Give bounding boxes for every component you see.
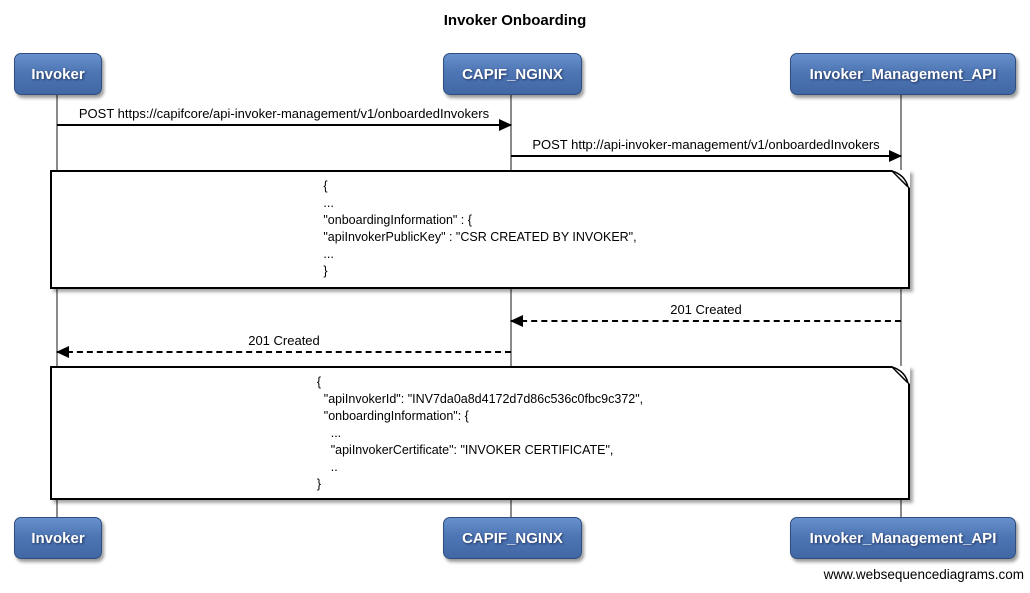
actor-label: CAPIF_NGINX: [462, 529, 563, 547]
actor-label: Invoker: [31, 529, 85, 547]
message-line: [57, 119, 512, 131]
lifeline-capif-nginx: [510, 93, 512, 517]
actor-bottom-capif-nginx: CAPIF_NGINX: [443, 517, 582, 559]
actor-label: CAPIF_NGINX: [462, 65, 563, 83]
message-post-onboarded-invokers-https: POST https://capifcore/api-invoker-manag…: [57, 106, 512, 131]
actor-label: Invoker: [31, 65, 85, 83]
actor-top-invoker-management-api: Invoker_Management_API: [790, 53, 1016, 95]
arrowhead-left-icon: [510, 315, 523, 327]
note-fold-icon: [892, 366, 910, 384]
arrowhead-right-icon: [889, 150, 902, 162]
actor-label: Invoker_Management_API: [809, 529, 997, 547]
diagram-title: Invoker Onboarding: [443, 12, 587, 29]
arrowhead-right-icon: [499, 119, 512, 131]
message-line: [510, 315, 901, 327]
actor-label: Invoker_Management_API: [809, 65, 997, 83]
actor-bottom-invoker: Invoker: [14, 517, 102, 559]
watermark: www.websequencediagrams.com: [823, 567, 1024, 582]
message-line: [56, 346, 511, 358]
message-label: 201 Created: [670, 302, 742, 317]
note-fold-icon: [892, 170, 910, 188]
message-201-created-to-capif: 201 Created: [510, 302, 901, 327]
actor-top-invoker: Invoker: [14, 53, 102, 95]
arrowhead-left-icon: [56, 346, 69, 358]
note-text: { ... "onboardingInformation" : { "apiIn…: [323, 179, 637, 278]
message-label: POST https://capifcore/api-invoker-manag…: [78, 106, 490, 121]
message-label: POST http://api-invoker-management/v1/on…: [532, 137, 880, 152]
message-line: [511, 150, 902, 162]
message-label: 201 Created: [248, 333, 320, 348]
message-post-onboarded-invokers-http: POST http://api-invoker-management/v1/on…: [511, 137, 902, 162]
note-text: { "apiInvokerId": "INV7da0a8d4172d7d86c5…: [316, 375, 644, 491]
note-response-body: { "apiInvokerId": "INV7da0a8d4172d7d86c5…: [50, 366, 910, 500]
lifeline-invoker: [56, 93, 58, 517]
actor-top-capif-nginx: CAPIF_NGINX: [443, 53, 582, 95]
message-201-created-to-invoker: 201 Created: [56, 333, 511, 358]
actor-bottom-invoker-management-api: Invoker_Management_API: [790, 517, 1016, 559]
note-request-body: { ... "onboardingInformation" : { "apiIn…: [50, 170, 910, 289]
lifeline-invoker-management-api: [900, 93, 902, 517]
